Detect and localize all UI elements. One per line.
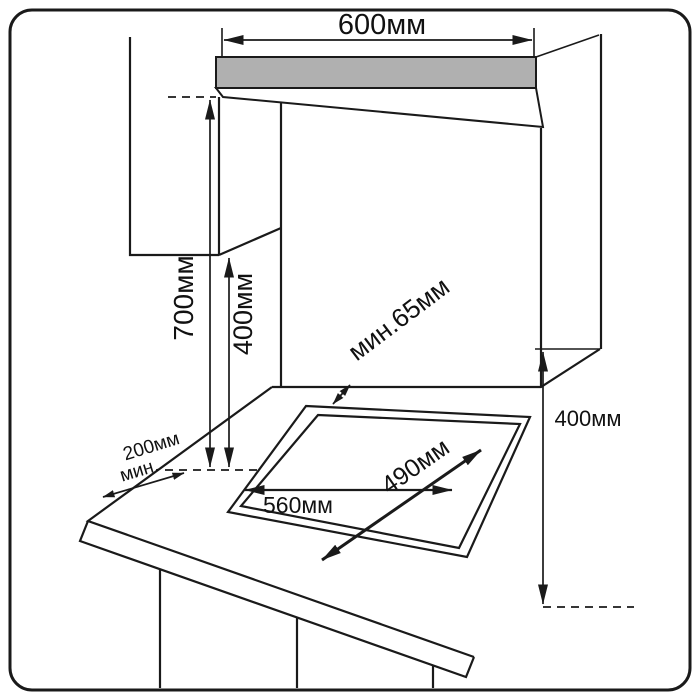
dim-label-400-right: 400мм [555,406,622,431]
wall-panel [213,34,600,129]
dim-490-arrow [321,448,482,562]
dim-depth-400: 400мм [535,348,622,605]
dim-min-200: 200мм мин. [102,428,185,498]
countertop-outline [78,348,601,688]
wall-panel-underside [213,87,545,129]
dim-width-600: 600мм [221,9,535,57]
frame-border [8,8,692,692]
dim-cutout-width-560: 560мм [244,485,453,518]
dim-height-700: 700мм [168,99,215,468]
wall-panel-edge-extension [535,34,600,58]
dim-label-400-left: 400мм [228,273,258,355]
countertop [78,348,601,688]
dim-label-min-65: мин.65мм [342,271,455,366]
dim-label-700: 700мм [168,255,199,340]
dim-label-560: 560мм [263,492,333,518]
wall-edges [279,34,603,387]
dim-600-extension-lines [221,28,535,57]
walls [279,34,603,387]
upper-cabinet-outline [128,37,282,257]
dim-200-arrow [102,472,185,498]
dim-cutout-depth-490: 490мм [321,433,482,562]
dashed-reference-lines [165,96,634,608]
guide-dashes [165,96,634,608]
wall-panel-face [215,56,537,89]
dim-height-400: 400мм [224,257,258,468]
upper-cabinet [128,37,282,257]
dim-min-65: мин.65мм [332,271,455,405]
dim-65-arrow [332,384,351,405]
dim-label-600: 600мм [338,9,426,41]
